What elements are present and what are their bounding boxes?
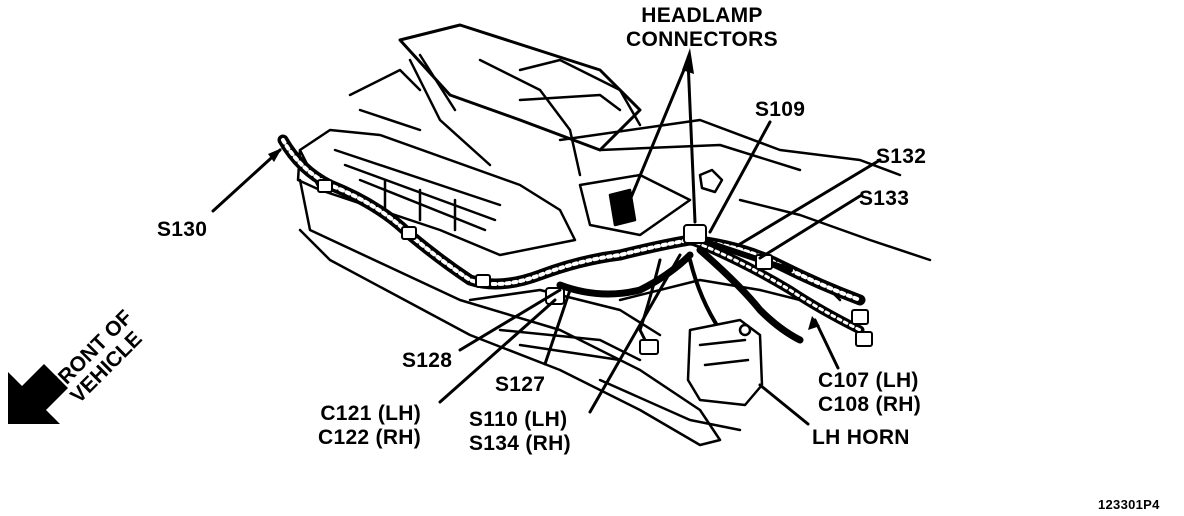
radiator-support: [296, 23, 902, 257]
arrowheads: [268, 48, 820, 330]
front-of-vehicle-arrow: [8, 364, 68, 424]
label-headlamp-connectors: HEADLAMP CONNECTORS: [626, 4, 778, 52]
label-s109: S109: [755, 98, 806, 121]
label-s127: S127: [495, 373, 546, 396]
label-headlamp-line1: HEADLAMP: [641, 4, 763, 27]
leader-lines: [211, 58, 882, 426]
label-s110-s134: S110 (LH) S134 (RH): [469, 408, 571, 456]
label-c107: C107 (LH): [818, 369, 919, 392]
figure-code: 123301P4: [1098, 497, 1160, 512]
label-s134: S134 (RH): [469, 432, 571, 455]
label-s132: S132: [876, 145, 927, 168]
label-c121: C121 (LH): [320, 402, 422, 425]
lh-horn-illustration: [686, 318, 764, 407]
label-s133: S133: [859, 187, 910, 210]
label-s130: S130: [157, 218, 208, 241]
label-c121-c122: C121 (LH) C122 (RH): [318, 402, 421, 450]
label-lh-horn: LH HORN: [812, 426, 910, 449]
label-c122: C122 (RH): [318, 426, 422, 449]
label-headlamp-line2: CONNECTORS: [626, 28, 778, 51]
label-s128: S128: [402, 349, 453, 372]
label-c108: C108 (RH): [818, 393, 922, 416]
label-c107-c108: C107 (LH) C108 (RH): [818, 369, 921, 417]
label-s110: S110 (LH): [469, 408, 568, 431]
